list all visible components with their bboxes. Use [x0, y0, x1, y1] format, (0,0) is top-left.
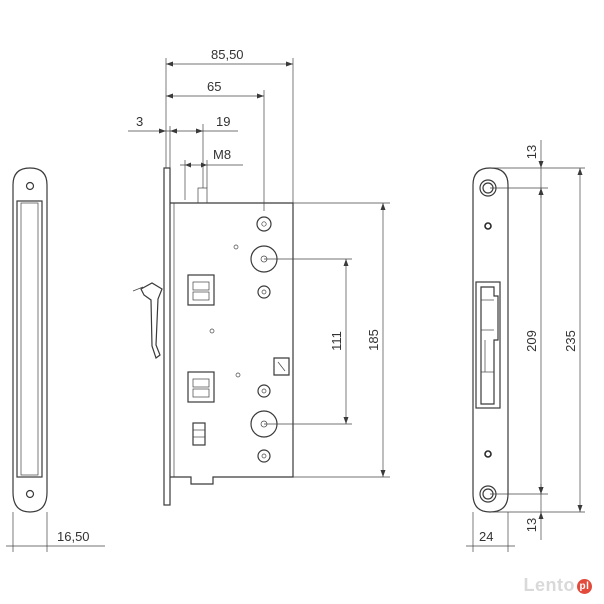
body-hole-mid-upper	[257, 285, 271, 299]
body-hole-mid-lower	[257, 384, 271, 398]
screw-thread-label: M8	[213, 147, 231, 162]
handle-cylinder-distance-label: 111	[329, 331, 344, 351]
screw-margin-bottom-label: 13	[524, 518, 539, 532]
screw-spacing-label: 209	[524, 330, 539, 352]
backset-label: 65	[207, 79, 221, 94]
lock-body-drawing: 85,50 65 3 19 M8 111 185	[128, 47, 390, 506]
strike-screw-hole-top	[25, 181, 35, 191]
latch-opening	[475, 281, 501, 409]
strike-width-label: 16,50	[57, 529, 90, 544]
faceplate-width-label: 24	[479, 529, 493, 544]
follower-offset-label: 19	[216, 114, 230, 129]
faceplate-drawing: 24 13 209 13 235	[466, 140, 585, 552]
body-hole-bottom	[257, 449, 271, 463]
strike-screw-hole-bottom	[25, 489, 35, 499]
strike-plate-drawing: 16,50	[6, 167, 105, 552]
watermark-mark-icon: pl	[577, 578, 592, 594]
watermark-brand: Lento	[523, 575, 575, 595]
faceplate-length-label: 235	[563, 330, 578, 352]
bolt-mechanism-lower	[187, 371, 215, 403]
faceplate-offset-label: 3	[136, 114, 143, 129]
latch-mechanism-upper	[187, 274, 215, 306]
total-width-label: 85,50	[211, 47, 244, 62]
screw-margin-top-label: 13	[524, 145, 539, 159]
body-height-label: 185	[366, 329, 381, 351]
body-hole-top	[256, 216, 272, 232]
